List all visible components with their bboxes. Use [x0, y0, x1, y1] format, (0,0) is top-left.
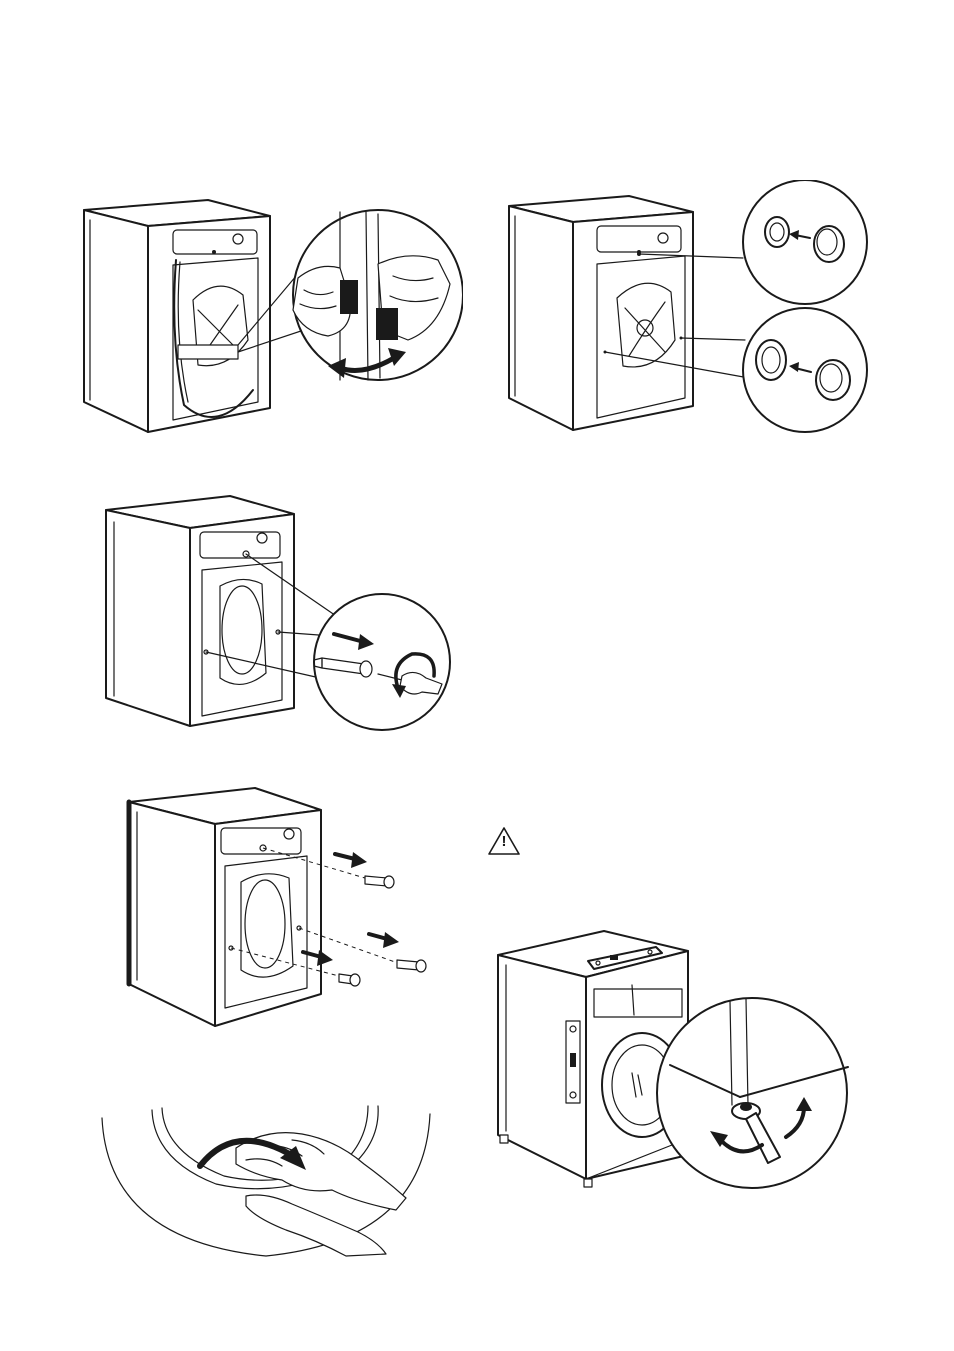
figure-1-remove-hose-brackets: [78, 180, 463, 440]
hand-rotating-drum: [200, 1133, 406, 1256]
detail-circle-hose-clip: [293, 210, 463, 380]
figure-6-level-machine: [492, 925, 864, 1195]
washing-machine-rear-view: [84, 200, 328, 432]
washing-machine-front-view: [498, 931, 688, 1187]
figure-3-unscrew-transit-bolts: [102, 488, 452, 738]
figure-5-turn-drum: [96, 1100, 436, 1260]
washing-machine-rear-view: [129, 788, 395, 1026]
warning-triangle-icon: !: [487, 826, 521, 856]
detail-circle-unscrew: [314, 594, 450, 730]
figure-4-remove-transit-bolts: [125, 780, 445, 1030]
detail-circle-adjust-foot: [657, 998, 848, 1188]
washing-machine-rear-view: [106, 496, 342, 726]
figure-2-insert-plastic-caps: [505, 180, 875, 440]
detail-circle-top-cap: [743, 180, 867, 304]
warning-exclamation: !: [487, 834, 521, 850]
washing-machine-rear-view: [509, 196, 749, 430]
detail-circle-bottom-cap: [743, 308, 867, 432]
